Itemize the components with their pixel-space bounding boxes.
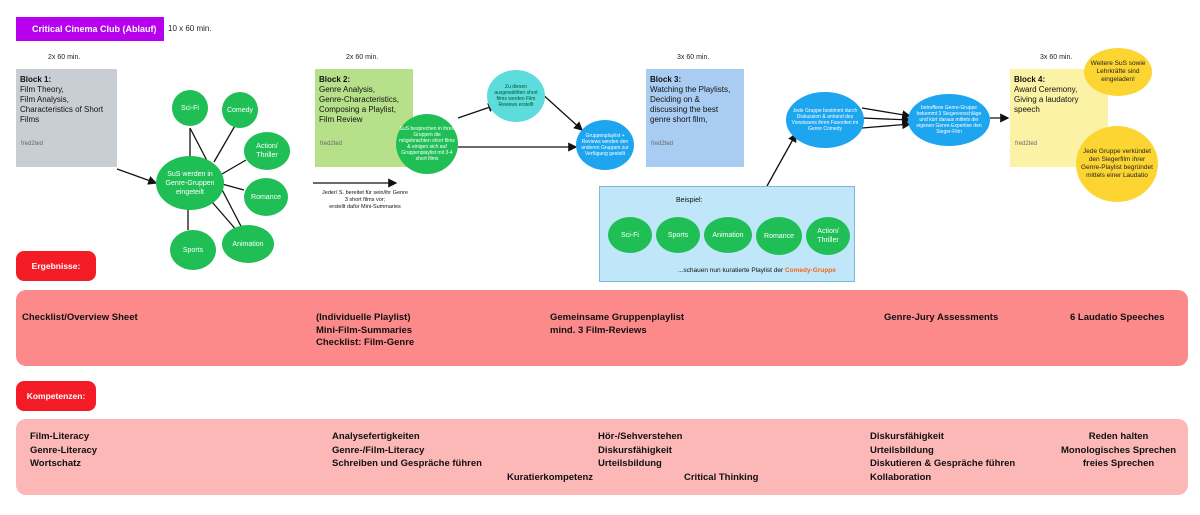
total-time: 10 x 60 min. [168, 24, 212, 33]
beispiel-footer: ...schauen nun kuratierte Playlist der C… [678, 267, 836, 274]
block-1-card: Block 1: Film Theory, Film Analysis, Cha… [16, 69, 117, 167]
block-4-body: Award Ceremony, Giving a laudatory speec… [1014, 85, 1079, 114]
ergebnis-gruppenplaylist: Gemeinsame Gruppenplaylist mind. 3 Film-… [550, 312, 685, 336]
jury-node: Jede Gruppe bestimmt durch Diskussion & … [786, 92, 864, 148]
block-3-card: Block 3: Watching the Playlists, Decidin… [646, 69, 744, 167]
ergebnis-jury: Genre-Jury Assessments [884, 312, 999, 323]
beispiel-genre-action-thriller: Action/ Thriller [806, 217, 850, 255]
group-discussion-node: SuS besprechen in ihren Gruppen die mitg… [396, 114, 458, 174]
kompetenz-critical: Critical Thinking [684, 472, 759, 483]
block-3-body: Watching the Playlists, Deciding on & di… [650, 85, 731, 124]
genre-action-thriller: Action/ Thriller [244, 132, 290, 170]
block-2-title: Block 2: [319, 75, 351, 84]
beispiel-box: Beispiel: Sci-Fi Sports Animation Romanc… [599, 186, 855, 282]
genre-comedy: Comedy [222, 92, 258, 128]
genre-sports: Sports [170, 230, 216, 270]
block-3-title: Block 3: [650, 75, 682, 84]
kompetenz-diskurs: Diskursfähigkeit Urteilsbildung Diskutie… [870, 431, 1016, 483]
block-4-credit: fred2ted [1015, 141, 1038, 147]
beispiel-footer-highlight: Comedy-Gruppe [784, 267, 836, 274]
beispiel-label: Beispiel: [676, 197, 703, 204]
reviews-node: Zu diesen ausgewählten short films werde… [487, 70, 545, 122]
ergebnis-playlist: (Individuelle Playlist) Mini-Film-Summar… [316, 312, 415, 348]
block-3-time: 3x 60 min. [677, 54, 710, 61]
ergebnisse-label: Ergebnisse: [16, 251, 96, 281]
block-2-card: Block 2: Genre Analysis, Genre-Character… [315, 69, 413, 167]
block-1-time: 2x 60 min. [48, 54, 81, 61]
block-2-credit: fred2ted [320, 141, 343, 147]
beispiel-footer-text: ...schauen nun kuratierte Playlist der [678, 267, 785, 274]
block-4-title: Block 4: [1014, 75, 1046, 84]
page-title: Critical Cinema Club (Ablauf) [16, 17, 164, 41]
beispiel-genre-animation: Animation [704, 217, 752, 253]
guests-node: Weitere SuS sowie Lehrkräfte sind eingel… [1084, 48, 1152, 96]
ergebnis-checklist: Checklist/Overview Sheet [22, 312, 138, 323]
kompetenzen-band: Film-Literacy Genre-Literacy Wortschatz … [16, 419, 1188, 495]
block-2-note: Jeder/ S. bereitet für sein/ihr Genre 3 … [322, 190, 408, 210]
ergebnis-laudatio: 6 Laudatio Speeches [1070, 312, 1165, 323]
kompetenz-hoeren: Hör-/Sehverstehen Diskursfähigkeit Urtei… [598, 431, 683, 469]
block-4-time: 3x 60 min. [1040, 54, 1073, 61]
laudatio-node: Jede Gruppe verkündet den Siegerfilm ihr… [1076, 126, 1158, 202]
playlist-forward-node: Gruppenplaylist + Reviews werden den and… [576, 120, 634, 170]
beispiel-genre-romance: Romance [756, 217, 802, 255]
beispiel-genre-scifi: Sci-Fi [608, 217, 652, 253]
kompetenz-analyse: Analysefertigkeiten Genre-/Film-Literacy… [332, 431, 482, 469]
kompetenz-film: Film-Literacy Genre-Literacy Wortschatz [30, 431, 98, 469]
block-1-body: Film Theory, Film Analysis, Characterist… [20, 85, 104, 124]
genre-romance: Romance [244, 178, 288, 216]
beispiel-genre-sports: Sports [656, 217, 700, 253]
block-2-body: Genre Analysis, Genre-Characteristics, C… [319, 85, 400, 124]
kompetenz-reden: Reden halten Monologisches Sprechen frei… [1061, 431, 1177, 469]
genre-animation: Animation [222, 225, 274, 263]
winners-node: betroffene Genre-Gruppe bekommt 3 Sieger… [908, 94, 990, 146]
genre-hub-center: SuS werden in Genre-Gruppen eingeteilt [156, 156, 224, 210]
genre-scifi: Sci-Fi [172, 90, 208, 126]
ergebnisse-band: Checklist/Overview Sheet (Individuelle P… [16, 290, 1188, 366]
block-3-credit: fred2ted [651, 141, 674, 147]
kompetenzen-label: Kompetenzen: [16, 381, 96, 411]
block-2-time: 2x 60 min. [346, 54, 379, 61]
block-1-title: Block 1: [20, 75, 52, 84]
kompetenz-kuratier: Kuratierkompetenz [507, 472, 594, 483]
block-1-credit: fred2ted [21, 141, 44, 147]
